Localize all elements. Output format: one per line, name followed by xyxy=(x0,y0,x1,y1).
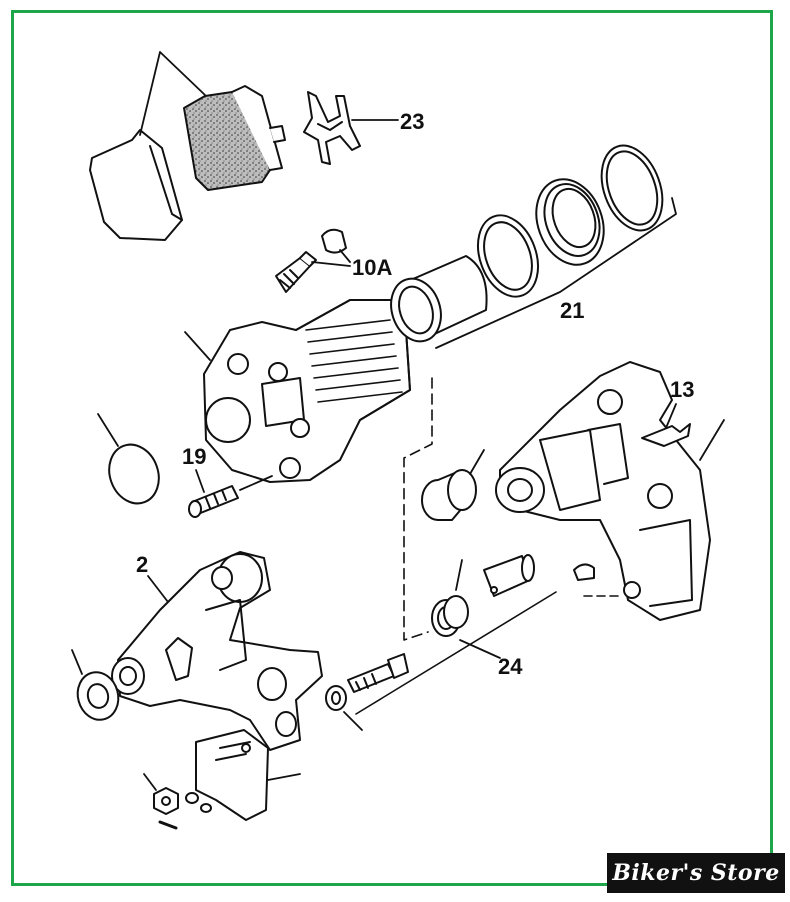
brake-pad-back xyxy=(89,129,183,241)
piston-seal xyxy=(477,214,539,298)
callout-21: 21 xyxy=(560,298,584,323)
caliper-bolt xyxy=(188,485,239,518)
leader-10a xyxy=(311,249,351,267)
leader-seal-washer xyxy=(71,649,83,675)
assembly-line-left xyxy=(403,377,433,641)
bracket-21 xyxy=(435,197,677,349)
bushing-lower xyxy=(431,595,469,637)
leader-bolt xyxy=(239,475,273,491)
leader-anchor-plate xyxy=(267,773,301,781)
slide-pin xyxy=(483,554,535,597)
small-washer-2 xyxy=(200,803,212,813)
leader-13 xyxy=(665,403,677,429)
anti-rattle-spring xyxy=(303,91,361,165)
leader-2 xyxy=(147,575,169,603)
lower-bracket xyxy=(111,551,323,751)
leader-bushing-upper xyxy=(469,449,485,475)
diagram-frame xyxy=(11,10,773,886)
assembly-line-24 xyxy=(355,591,557,715)
small-washer xyxy=(185,792,199,804)
washer xyxy=(325,685,347,711)
pad-leader xyxy=(139,51,206,136)
caliper-housing xyxy=(203,299,411,483)
retaining-ring xyxy=(600,144,664,232)
brake-pad-front xyxy=(183,85,286,191)
dust-boot xyxy=(535,178,605,266)
leader-bracket xyxy=(699,419,725,461)
bleeder-cap xyxy=(321,228,347,254)
leader-housing xyxy=(184,331,211,361)
callout-24: 24 xyxy=(498,654,523,679)
callout-10a: 10A xyxy=(352,255,392,280)
piston xyxy=(390,255,488,343)
bushing-upper xyxy=(421,469,477,521)
plug-cap xyxy=(573,563,595,581)
brand-watermark: Biker's Store xyxy=(607,853,785,893)
leader-o-ring xyxy=(97,413,119,447)
leader-pin xyxy=(455,559,463,591)
leader-24 xyxy=(459,639,501,659)
callout-23: 23 xyxy=(400,109,424,134)
seal-washer xyxy=(76,671,120,721)
callout-13: 13 xyxy=(670,377,694,402)
long-bolt xyxy=(347,653,409,693)
leader-19 xyxy=(195,469,205,493)
callout-19: 19 xyxy=(182,444,206,469)
mounting-bracket xyxy=(495,361,711,621)
pad-clip xyxy=(641,423,691,447)
o-ring xyxy=(108,443,160,505)
bleeder-valve xyxy=(275,251,317,293)
small-screw xyxy=(158,820,178,830)
leader-washer xyxy=(343,711,363,731)
callout-2: 2 xyxy=(136,552,148,577)
hex-nut xyxy=(153,787,179,815)
leader-hex-nut xyxy=(143,773,157,791)
anchor-plate xyxy=(195,729,269,821)
